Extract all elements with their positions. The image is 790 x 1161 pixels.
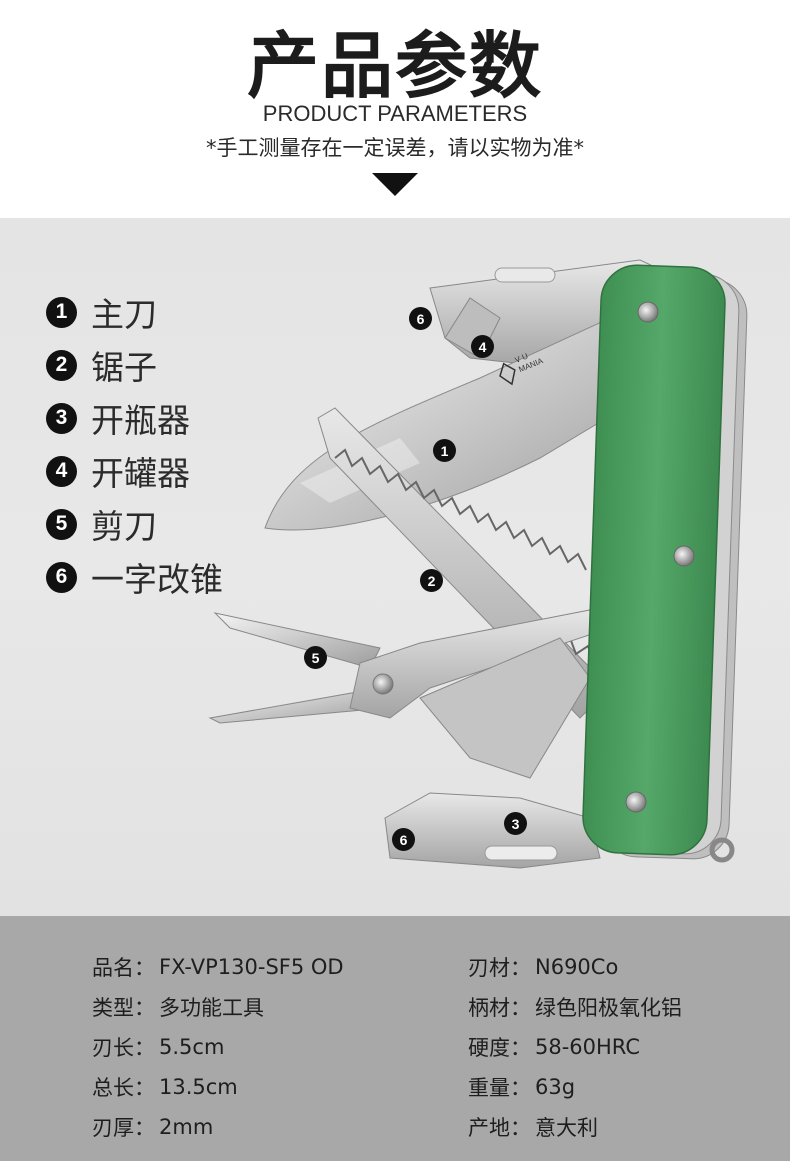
spec-column-left: 品名：FX-VP130-SF5 OD 类型：多功能工具 刃长：5.5cm 总长：… bbox=[92, 947, 344, 1147]
marker-main-blade: 1 bbox=[433, 439, 456, 462]
spec-value: 意大利 bbox=[535, 1116, 598, 1140]
spec-row: 类型：多功能工具 bbox=[92, 987, 344, 1027]
feature-number-badge: 1 bbox=[46, 296, 77, 328]
feature-item: 5 剪刀 bbox=[46, 504, 157, 546]
feature-number-badge: 5 bbox=[46, 508, 77, 540]
spec-separator: ： bbox=[134, 956, 155, 980]
lanyard-ring bbox=[709, 837, 735, 863]
spec-separator: ： bbox=[510, 1116, 531, 1140]
spec-separator: ： bbox=[510, 996, 531, 1020]
feature-item: 2 锯子 bbox=[46, 345, 157, 387]
feature-label: 锯子 bbox=[91, 348, 157, 387]
spec-key: 产地 bbox=[468, 1116, 510, 1140]
spec-value: 13.5cm bbox=[159, 1075, 238, 1099]
spec-separator: ： bbox=[510, 1076, 531, 1100]
spec-row: 总长：13.5cm bbox=[92, 1067, 344, 1107]
spec-value: N690Co bbox=[535, 955, 619, 979]
marker-screwdriver-bottom: 6 bbox=[392, 828, 415, 851]
down-arrow-icon bbox=[372, 173, 418, 196]
spec-row: 硬度：58-60HRC bbox=[468, 1027, 682, 1067]
feature-label: 开瓶器 bbox=[91, 401, 190, 440]
feature-number-badge: 2 bbox=[46, 349, 77, 381]
spec-separator: ： bbox=[134, 996, 155, 1020]
page-header: 产品参数 PRODUCT PARAMETERS *手工测量存在一定误差，请以实物… bbox=[0, 0, 790, 218]
feature-label: 主刀 bbox=[91, 295, 157, 334]
feature-number-badge: 3 bbox=[46, 402, 77, 434]
spec-key: 刃长 bbox=[92, 1036, 134, 1060]
feature-label: 开罐器 bbox=[91, 454, 190, 493]
spec-separator: ： bbox=[134, 1036, 155, 1060]
marker-screwdriver-top: 6 bbox=[409, 307, 432, 330]
spec-row: 刃长：5.5cm bbox=[92, 1027, 344, 1067]
green-handle bbox=[582, 264, 726, 856]
spec-row: 刃厚：2mm bbox=[92, 1107, 344, 1147]
page-subtitle: PRODUCT PARAMETERS bbox=[262, 101, 528, 126]
marker-can-opener: 4 bbox=[471, 335, 494, 358]
rivet-middle bbox=[673, 545, 695, 567]
spec-value: FX-VP130-SF5 OD bbox=[159, 955, 344, 979]
spec-row: 柄材：绿色阳极氧化铝 bbox=[468, 987, 682, 1027]
spec-separator: ： bbox=[510, 1036, 531, 1060]
spec-key: 品名 bbox=[92, 956, 134, 980]
spec-value: 绿色阳极氧化铝 bbox=[535, 996, 682, 1020]
multitool-illustration: V U MANIA bbox=[208, 259, 748, 869]
spec-key: 硬度 bbox=[468, 1036, 510, 1060]
scissors-blade-upper bbox=[213, 612, 381, 669]
marker-saw: 2 bbox=[420, 569, 443, 592]
spec-table: 品名：FX-VP130-SF5 OD 类型：多功能工具 刃长：5.5cm 总长：… bbox=[0, 916, 790, 1161]
spec-row: 产地：意大利 bbox=[468, 1107, 682, 1147]
feature-label: 剪刀 bbox=[91, 507, 157, 546]
feature-item: 4 开罐器 bbox=[46, 451, 190, 493]
lower-tool bbox=[419, 637, 591, 779]
spec-column-right: 刃材：N690Co 柄材：绿色阳极氧化铝 硬度：58-60HRC 重量：63g … bbox=[468, 947, 682, 1147]
measurement-note: *手工测量存在一定误差，请以实物为准* bbox=[206, 136, 584, 160]
spec-key: 重量 bbox=[468, 1076, 510, 1100]
feature-item: 6 一字改锥 bbox=[46, 557, 223, 599]
spec-value: 5.5cm bbox=[159, 1035, 225, 1059]
spec-key: 类型 bbox=[92, 996, 134, 1020]
rivet-bottom bbox=[625, 791, 647, 813]
page-title: 产品参数 bbox=[246, 24, 543, 108]
spec-value: 多功能工具 bbox=[159, 996, 264, 1020]
spec-key: 总长 bbox=[92, 1076, 134, 1100]
spec-key: 刃材 bbox=[468, 956, 510, 980]
spec-value: 63g bbox=[535, 1075, 576, 1099]
spec-key: 柄材 bbox=[468, 996, 510, 1020]
spec-value: 2mm bbox=[159, 1115, 214, 1139]
spec-value: 58-60HRC bbox=[535, 1035, 641, 1059]
spec-key: 刃厚 bbox=[92, 1116, 134, 1140]
feature-number-badge: 4 bbox=[46, 455, 77, 487]
spec-row: 品名：FX-VP130-SF5 OD bbox=[92, 947, 344, 987]
feature-item: 1 主刀 bbox=[46, 292, 157, 334]
spec-separator: ： bbox=[134, 1116, 155, 1140]
spec-row: 刃材：N690Co bbox=[468, 947, 682, 987]
spec-row: 重量：63g bbox=[468, 1067, 682, 1107]
spec-separator: ： bbox=[510, 956, 531, 980]
marker-bottle-opener: 3 bbox=[504, 812, 527, 835]
feature-item: 3 开瓶器 bbox=[46, 398, 190, 440]
spec-separator: ： bbox=[134, 1076, 155, 1100]
marker-scissors: 5 bbox=[304, 646, 327, 669]
rivet-top bbox=[637, 301, 659, 323]
feature-label: 一字改锥 bbox=[91, 560, 223, 599]
feature-number-badge: 6 bbox=[46, 561, 77, 593]
